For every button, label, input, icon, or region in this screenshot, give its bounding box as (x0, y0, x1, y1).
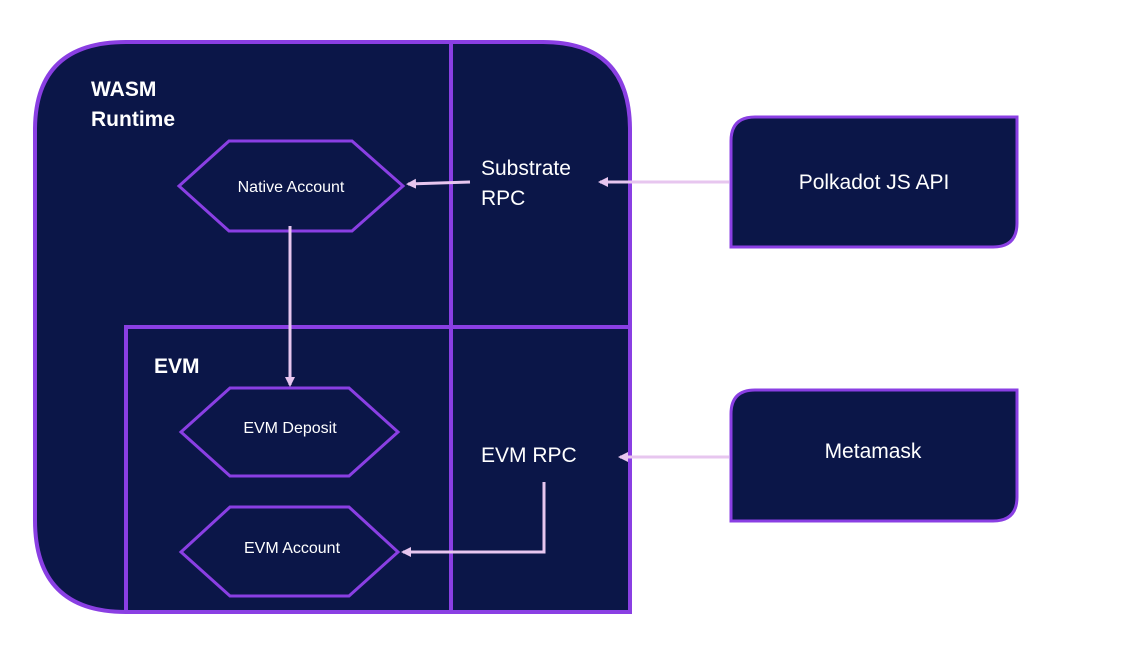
metamask-box: Metamask (729, 388, 1019, 523)
evm-account-node: EVM Account (178, 505, 401, 598)
runtime-title-line1: WASM (91, 78, 156, 101)
metamask-label: Metamask (825, 440, 922, 463)
runtime-title-line2: Runtime (91, 108, 175, 131)
evm-rpc-label: EVM RPC (481, 444, 577, 467)
evm-deposit-node: EVM Deposit (178, 386, 401, 478)
substrate-rpc-label-line2: RPC (481, 187, 525, 210)
native-account-label: Native Account (238, 179, 345, 196)
evm-section-box (124, 325, 630, 612)
evm-deposit-label: EVM Deposit (243, 420, 337, 437)
evm-account-label: EVM Account (244, 540, 341, 557)
polkadot-js-api-label: Polkadot JS API (799, 171, 950, 194)
evm-section-title: EVM (154, 355, 200, 378)
arrow-substrate-to-native (406, 178, 471, 189)
arrow-evmrpc-to-account (401, 482, 546, 557)
native-account-node: Native Account (176, 139, 406, 233)
polkadot-js-api-box: Polkadot JS API (729, 115, 1019, 249)
substrate-rpc-label-line1: Substrate (481, 157, 571, 180)
